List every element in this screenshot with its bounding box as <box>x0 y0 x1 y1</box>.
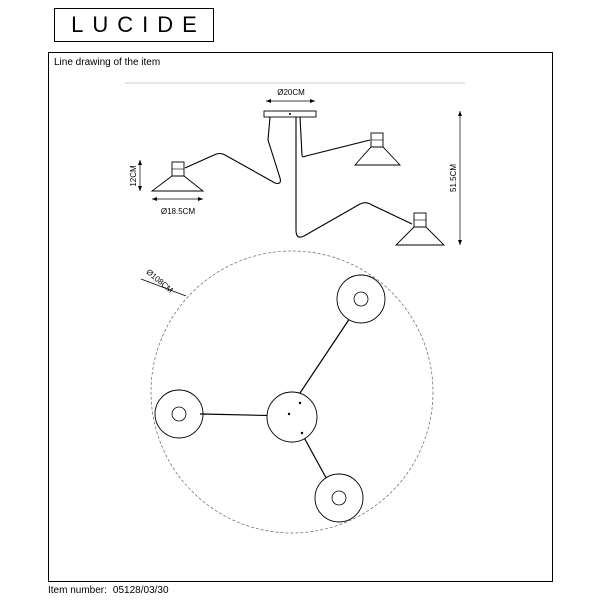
panel-title: Line drawing of the item <box>54 57 161 68</box>
shade-height-label: 12CM <box>129 165 138 187</box>
right-lower-shade <box>394 212 446 246</box>
total-height-dimension: 51.5CM <box>449 111 462 245</box>
top-view-shade-lower <box>314 473 364 523</box>
shade-diameter-label: Ø18.5CM <box>161 207 196 216</box>
span-circle <box>150 250 434 534</box>
right-lower-arm <box>295 117 413 238</box>
shade-diameter-dimension: Ø18.5CM <box>152 197 203 216</box>
right-upper-shade <box>353 132 402 166</box>
right-upper-arm <box>299 116 371 158</box>
left-shade <box>150 161 205 192</box>
canopy-width-label: Ø20CM <box>277 88 305 97</box>
drawing-frame <box>48 52 553 582</box>
top-view-canopy <box>266 391 318 443</box>
item-number-label: Item number: <box>48 585 107 596</box>
item-number: Item number: 05128/03/30 <box>48 585 169 596</box>
span-diameter-label: Ø108CM <box>144 267 175 295</box>
top-view-shade-upper <box>336 274 386 324</box>
shade-height-dimension: 12CM <box>129 160 142 191</box>
span-diameter-dimension: Ø108CM <box>140 267 187 297</box>
top-view-shade-left <box>154 389 205 439</box>
total-height-label: 51.5CM <box>449 164 458 192</box>
canopy-width-dimension: Ø20CM <box>266 88 315 103</box>
brand-logo: LUCIDE <box>54 8 214 42</box>
left-arm <box>184 116 281 184</box>
item-number-value: 05128/03/30 <box>112 585 169 596</box>
